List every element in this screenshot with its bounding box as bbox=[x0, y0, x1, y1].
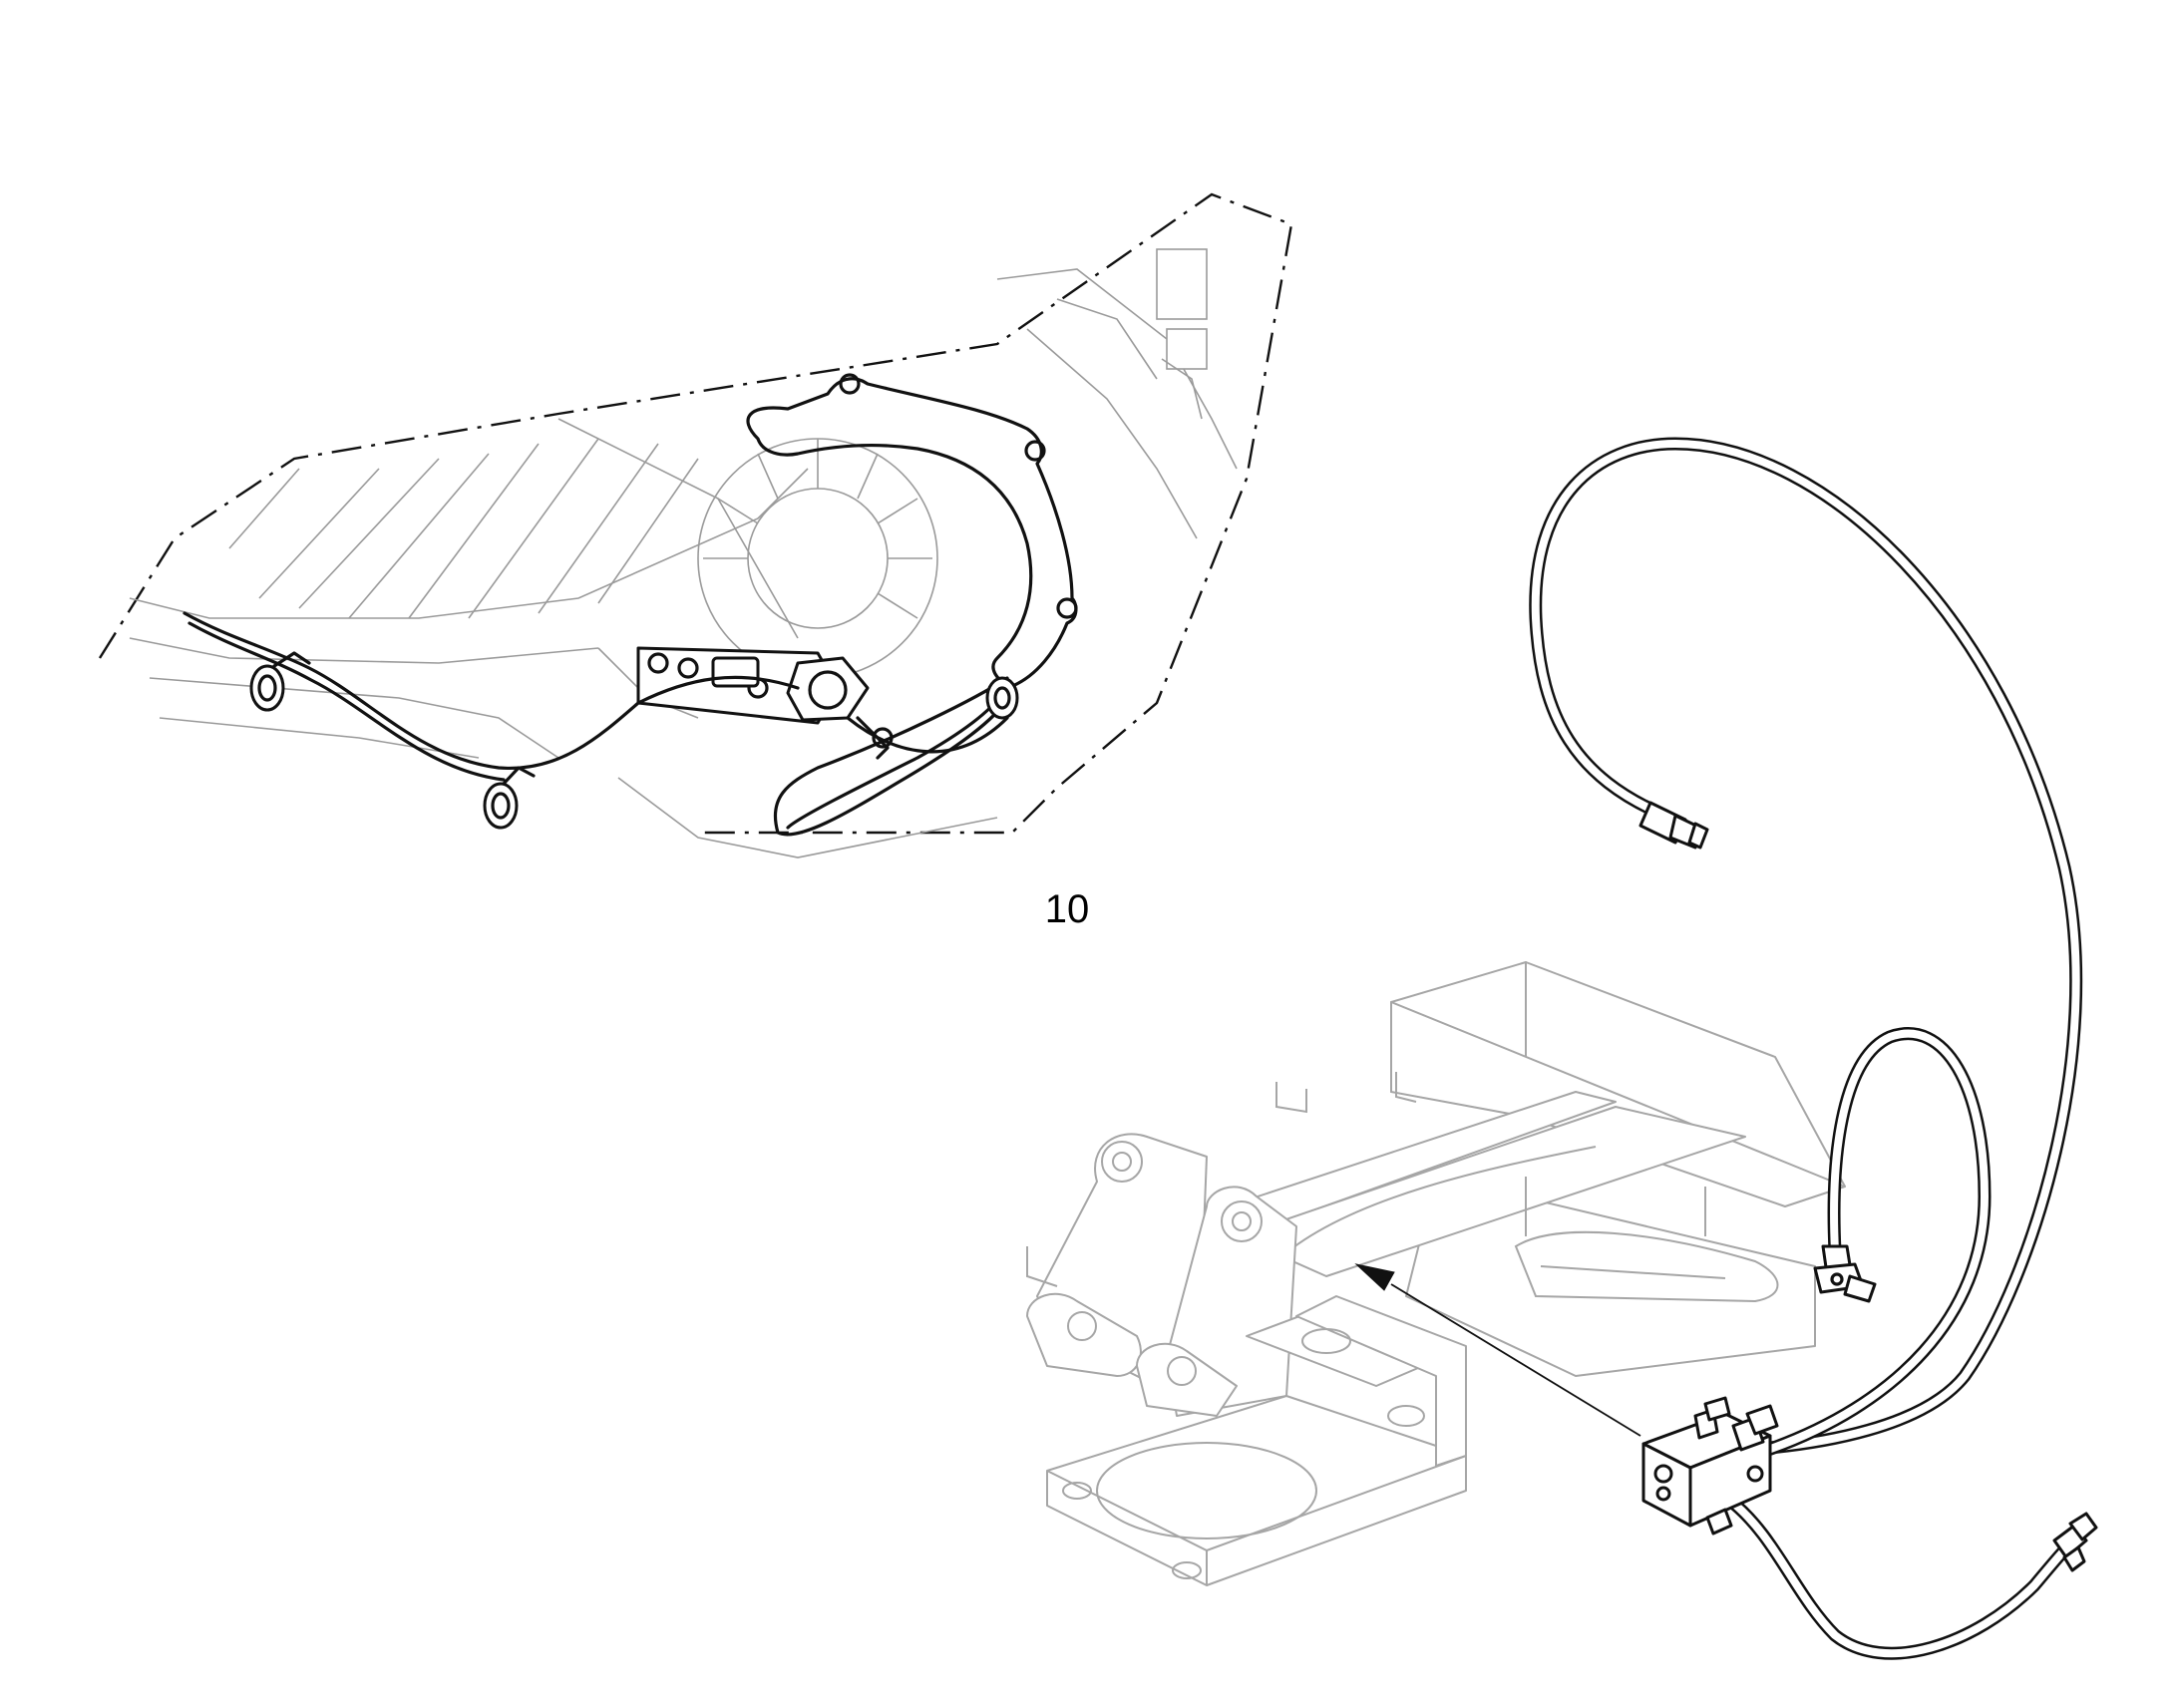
machine-frame bbox=[1026, 961, 1846, 1586]
leader-arrow bbox=[1354, 1263, 1641, 1437]
detail-view-sweeper-assembly bbox=[98, 192, 1293, 858]
bracket-and-sensor bbox=[636, 646, 894, 760]
detail-background-housing bbox=[129, 248, 1238, 858]
harness-clip bbox=[483, 766, 536, 830]
detail-wiring-harness bbox=[182, 611, 800, 771]
harness-clip bbox=[985, 676, 1019, 720]
hose-end-fitting bbox=[1638, 801, 1709, 850]
detail-hose-loop bbox=[773, 676, 1009, 837]
detail-boundary bbox=[98, 192, 1293, 835]
harness-clip bbox=[249, 651, 311, 712]
hydraulic-hose-assembly bbox=[1529, 437, 2098, 1660]
callout-label: 10 bbox=[1044, 887, 1090, 931]
cover-gasket bbox=[746, 377, 1078, 690]
valve-block bbox=[1641, 1396, 1779, 1536]
hose-end-fitting bbox=[2052, 1512, 2098, 1572]
elbow-fitting bbox=[1813, 1244, 1877, 1303]
